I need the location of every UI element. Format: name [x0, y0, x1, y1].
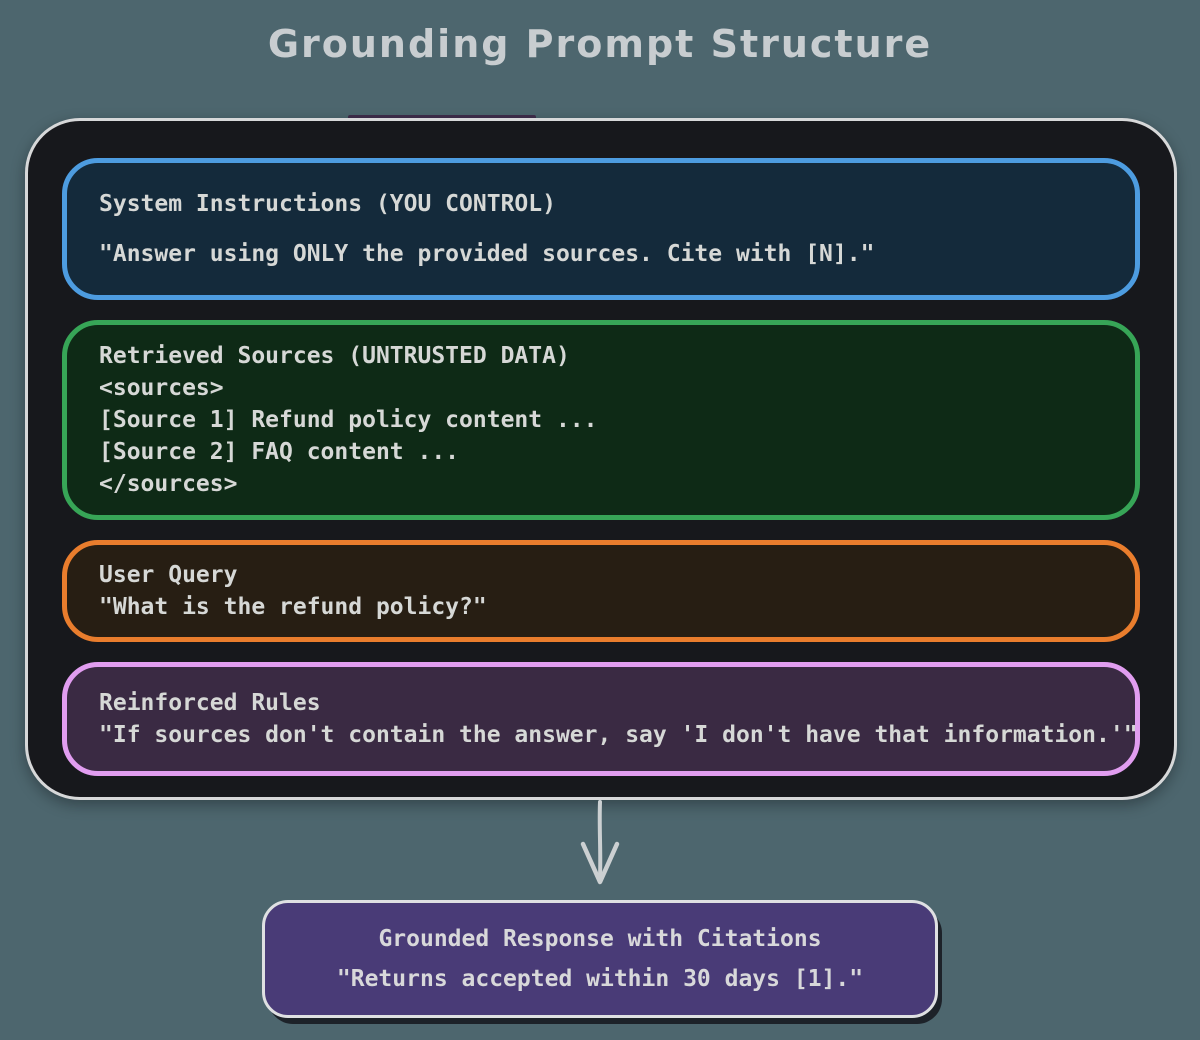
section-line: "If sources don't contain the answer, sa… — [99, 722, 1138, 748]
section-header: User Query — [99, 562, 238, 588]
section-line: [Source 1] Refund policy content ... — [99, 407, 598, 433]
down-arrow-icon — [575, 800, 625, 890]
section-line: </sources> — [99, 471, 238, 497]
diagram-title: Grounding Prompt Structure — [267, 22, 933, 66]
section-line: "Answer using ONLY the provided sources.… — [99, 241, 875, 267]
section-line: [Source 2] FAQ content ... — [99, 439, 460, 465]
section-header: System Instructions (YOU CONTROL) — [99, 191, 556, 217]
section-retrieved-sources: Retrieved Sources (UNTRUSTED DATA) <sour… — [62, 320, 1140, 520]
response-line: "Returns accepted within 30 days [1]." — [336, 966, 864, 992]
section-system-instructions: System Instructions (YOU CONTROL) "Answe… — [62, 158, 1140, 300]
response-header: Grounded Response with Citations — [378, 926, 822, 952]
section-user-query: User Query "What is the refund policy?" — [62, 540, 1140, 642]
section-header: Reinforced Rules — [99, 690, 321, 716]
decorative-purple-line — [348, 115, 536, 120]
section-line: <sources> — [99, 375, 224, 401]
section-reinforced-rules: Reinforced Rules "If sources don't conta… — [62, 662, 1140, 776]
section-line: "What is the refund policy?" — [99, 594, 487, 620]
response-box: Grounded Response with Citations "Return… — [262, 900, 938, 1018]
section-header: Retrieved Sources (UNTRUSTED DATA) — [99, 343, 570, 369]
prompt-structure-container: System Instructions (YOU CONTROL) "Answe… — [25, 118, 1177, 800]
